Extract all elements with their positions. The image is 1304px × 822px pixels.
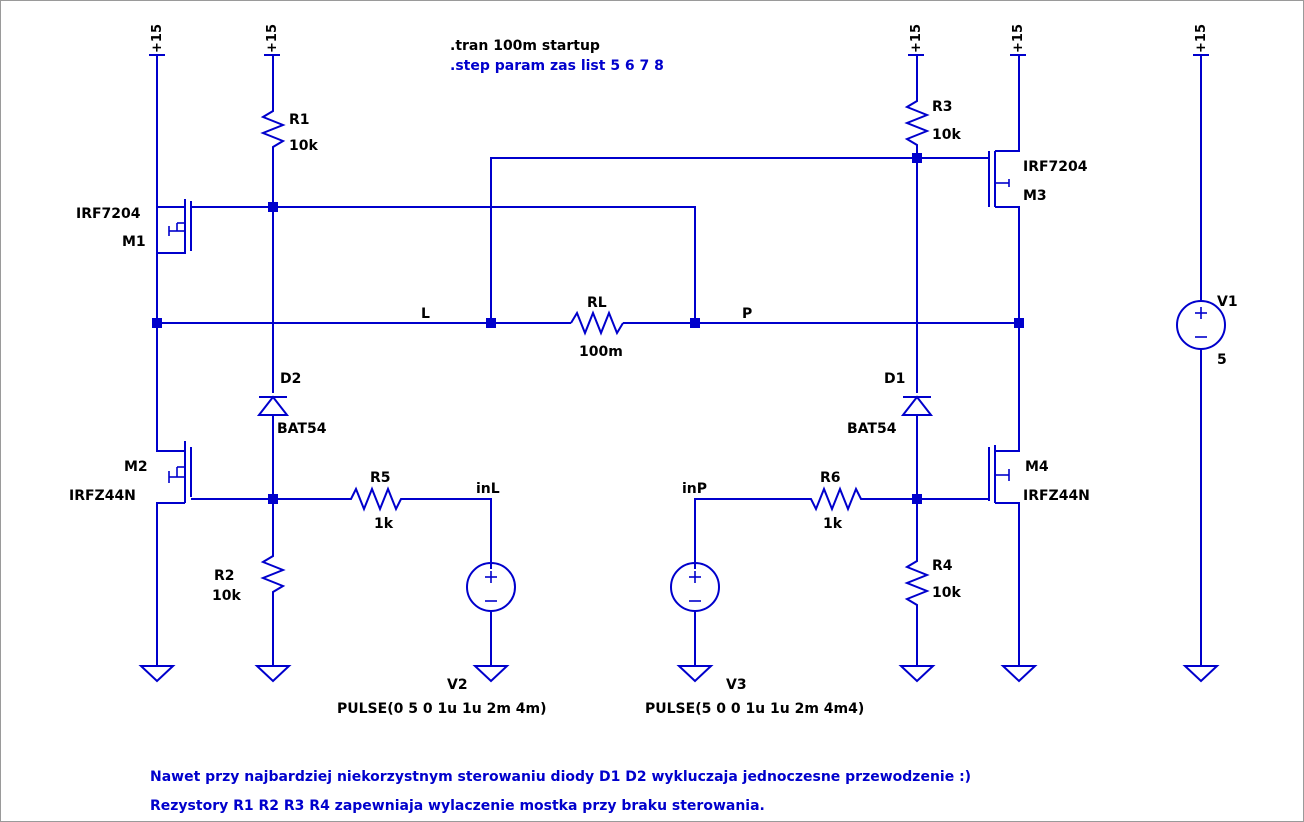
supply-label-2: +15 bbox=[265, 24, 280, 53]
r6-name: R6 bbox=[820, 470, 841, 486]
svg-text:+15: +15 bbox=[909, 24, 924, 53]
m4-name: M4 bbox=[1025, 459, 1049, 475]
source-v2 bbox=[466, 562, 516, 666]
wire-left-column bbox=[156, 55, 186, 666]
mosfet-m2 bbox=[168, 441, 273, 503]
net-l: L bbox=[421, 306, 430, 322]
v3-name: V3 bbox=[726, 677, 747, 693]
diode-d1 bbox=[900, 395, 934, 416]
m1-name: M1 bbox=[122, 234, 146, 250]
net-inl: inL bbox=[476, 481, 500, 497]
v2-value: PULSE(0 5 0 1u 1u 2m 4m) bbox=[337, 701, 547, 717]
d1-model: BAT54 bbox=[847, 421, 897, 437]
v1-name: V1 bbox=[1217, 294, 1238, 310]
r4-value: 10k bbox=[932, 585, 961, 601]
rl-value: 100m bbox=[579, 344, 623, 360]
source-v3 bbox=[670, 562, 720, 666]
r3-value: 10k bbox=[932, 127, 961, 143]
r2-name: R2 bbox=[214, 568, 235, 584]
net-p: P bbox=[742, 306, 752, 322]
mosfet-m1 bbox=[157, 199, 273, 253]
m3-name: M3 bbox=[1023, 188, 1047, 204]
resistor-r6 bbox=[694, 486, 917, 569]
supply-label-1: +15 bbox=[150, 24, 165, 53]
source-v1 bbox=[1176, 55, 1226, 666]
r4-name: R4 bbox=[932, 558, 953, 574]
supply-label-5: +15 bbox=[1194, 24, 1209, 53]
directive-tran: .tran 100m startup bbox=[450, 38, 600, 54]
r3-name: R3 bbox=[932, 99, 953, 115]
m3-model: IRF7204 bbox=[1023, 159, 1088, 175]
mosfet-m4 bbox=[917, 323, 1020, 666]
r1-value: 10k bbox=[289, 138, 318, 154]
net-inp: inP bbox=[682, 481, 707, 497]
d1-name: D1 bbox=[884, 371, 905, 387]
v3-value: PULSE(5 0 0 1u 1u 2m 4m4) bbox=[645, 701, 864, 717]
wire-r1-column bbox=[260, 55, 286, 666]
v1-value: 5 bbox=[1217, 352, 1227, 368]
ground-symbols bbox=[138, 665, 1220, 683]
d2-name: D2 bbox=[280, 371, 301, 387]
svg-text:+15: +15 bbox=[150, 24, 165, 53]
v2-name: V2 bbox=[447, 677, 468, 693]
r2-value: 10k bbox=[212, 588, 241, 604]
note-line-2: Rezystory R1 R2 R3 R4 zapewniaja wylacze… bbox=[150, 798, 765, 814]
r6-value: 1k bbox=[823, 516, 843, 532]
m4-model: IRFZ44N bbox=[1023, 488, 1090, 504]
svg-text:+15: +15 bbox=[1194, 24, 1209, 53]
m1-model: IRF7204 bbox=[76, 206, 141, 222]
wire-r3-column bbox=[904, 55, 930, 666]
note-line-1: Nawet przy najbardziej niekorzystnym ste… bbox=[150, 769, 971, 785]
r5-value: 1k bbox=[374, 516, 394, 532]
wire-middle bbox=[157, 157, 1019, 336]
m2-name: M2 bbox=[124, 459, 148, 475]
supply-label-4: +15 bbox=[1011, 24, 1026, 53]
rl-name: RL bbox=[587, 295, 607, 311]
svg-text:+15: +15 bbox=[265, 24, 280, 53]
r5-name: R5 bbox=[370, 470, 391, 486]
directive-step: .step param zas list 5 6 7 8 bbox=[450, 58, 664, 74]
r1-name: R1 bbox=[289, 112, 310, 128]
svg-text:+15: +15 bbox=[1011, 24, 1026, 53]
m2-model: IRFZ44N bbox=[69, 488, 136, 504]
supply-label-3: +15 bbox=[909, 24, 924, 53]
diode-d2 bbox=[256, 395, 290, 416]
resistor-r5 bbox=[273, 486, 492, 569]
mosfet-m3 bbox=[917, 55, 1020, 323]
junction-dots bbox=[152, 153, 1024, 504]
d2-model: BAT54 bbox=[277, 421, 327, 437]
